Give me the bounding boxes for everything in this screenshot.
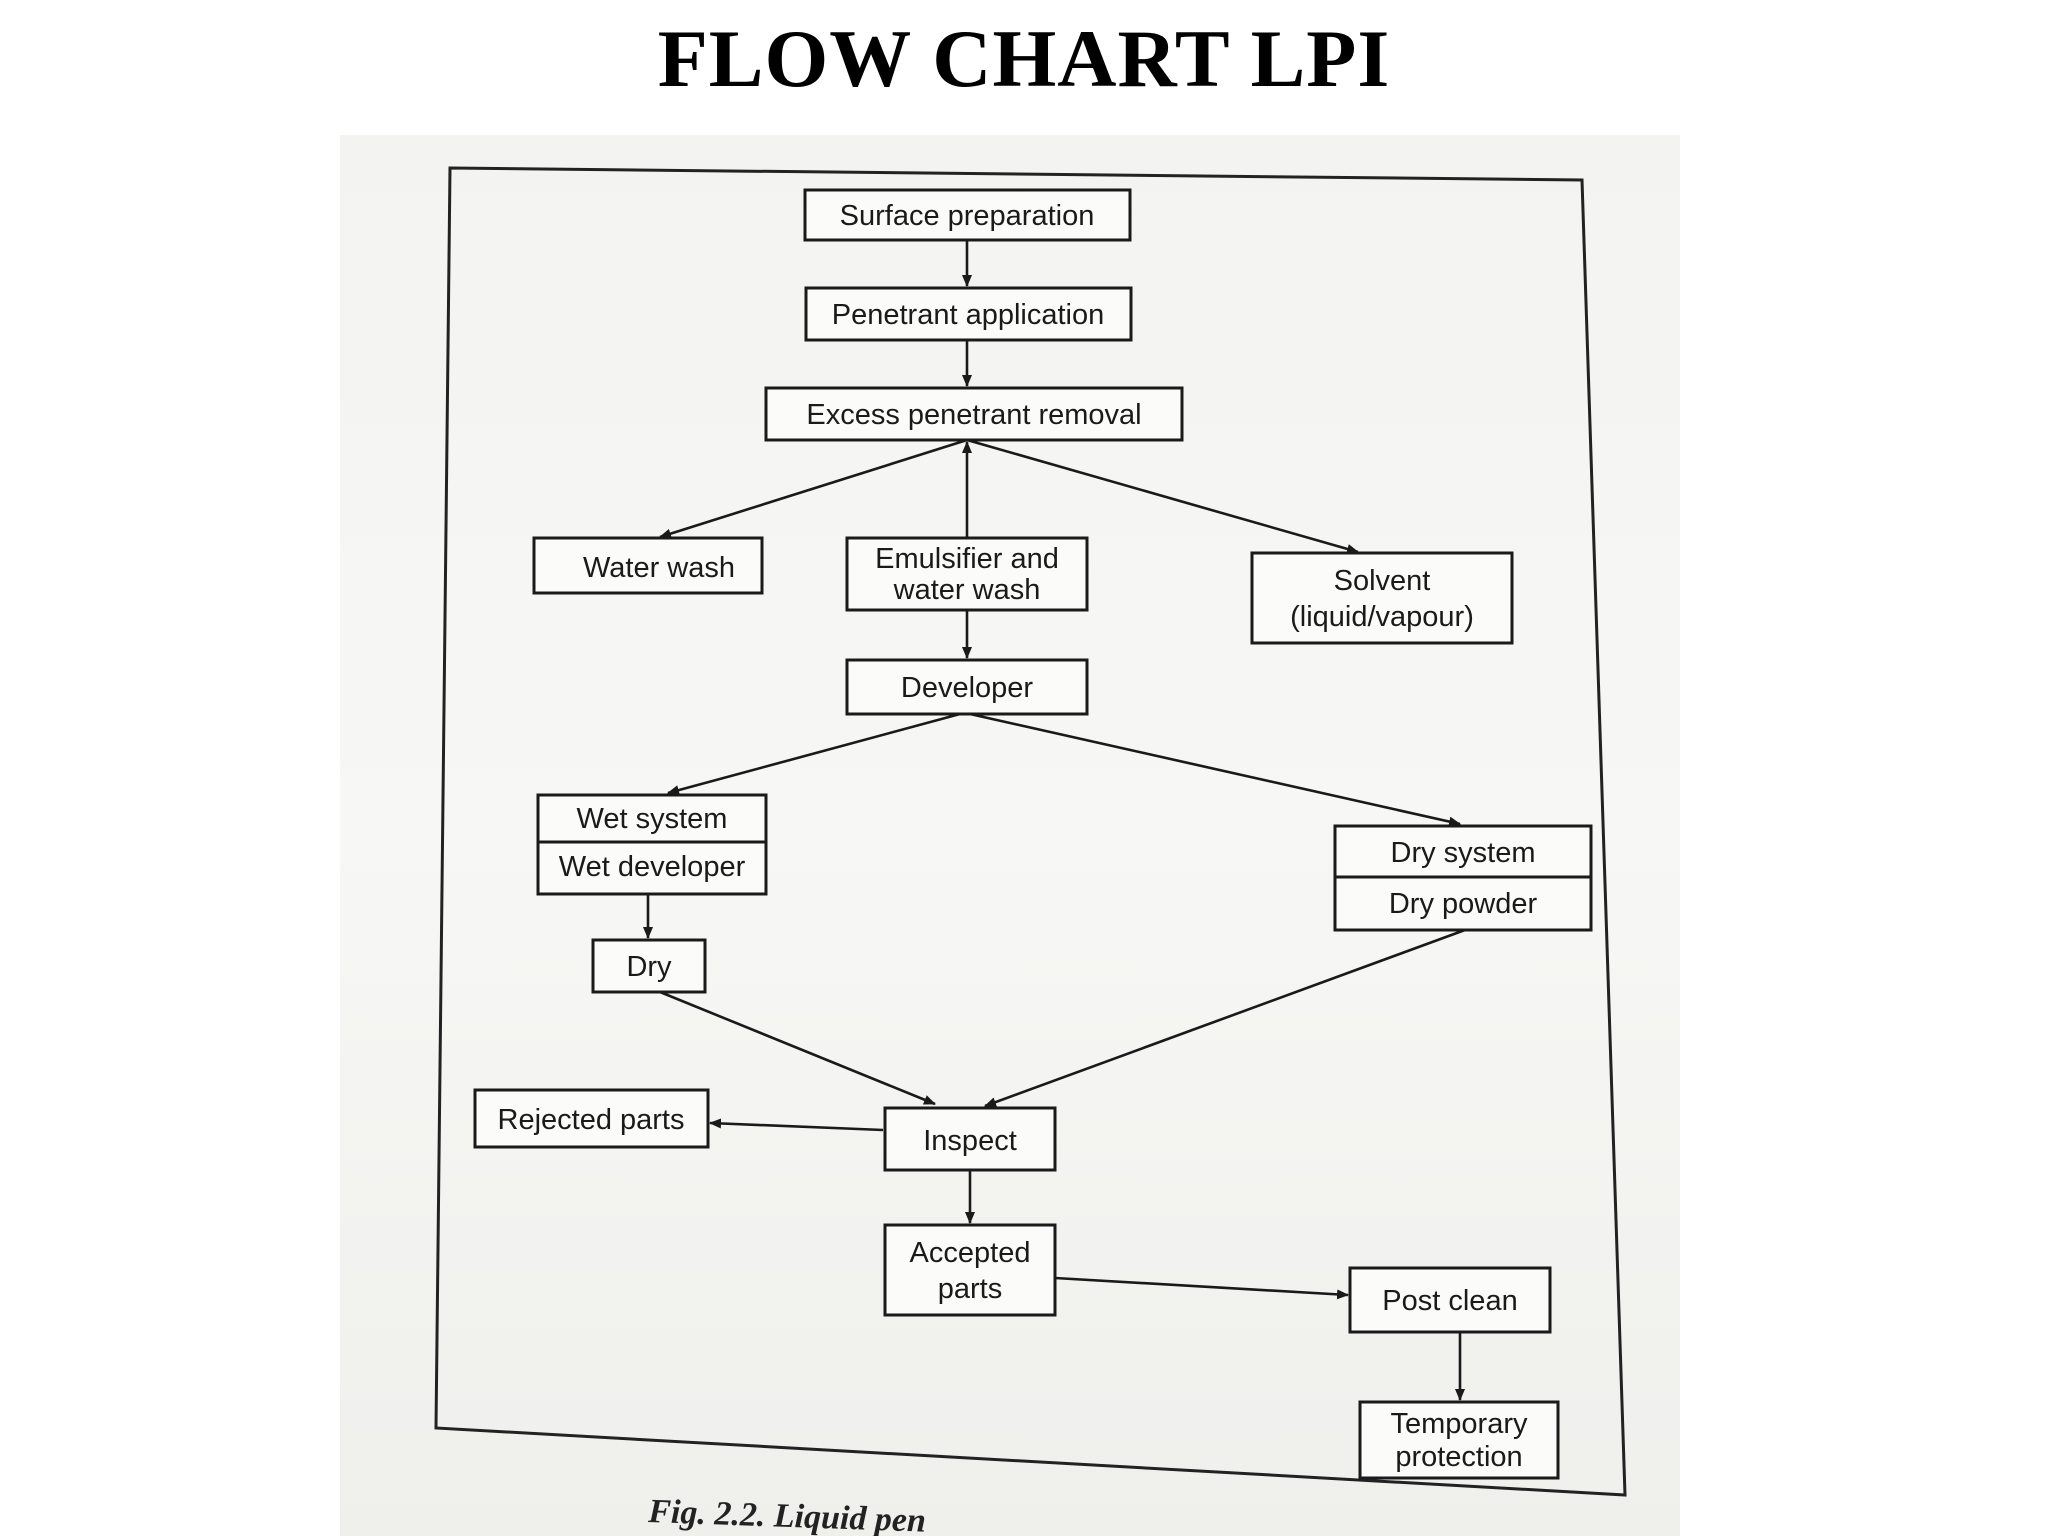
node-label: Dry powder — [1389, 888, 1538, 920]
node-label: Developer — [901, 672, 1034, 704]
node-label: Surface preparation — [840, 200, 1095, 232]
figure-frame — [434, 166, 1627, 1497]
node-dry: Dry — [591, 938, 707, 994]
node-label: protection — [1395, 1441, 1522, 1473]
node-label: Temporary — [1391, 1408, 1528, 1440]
node-label: Emulsifier and — [875, 543, 1059, 575]
edge-inspect-to-rejected — [709, 1118, 884, 1132]
node-label: Rejected parts — [498, 1104, 685, 1136]
edge-dry-to-inspect — [659, 990, 936, 1106]
edge-accepted-to-postclean — [1054, 1276, 1349, 1300]
node-accepted-parts: Accepted parts — [883, 1223, 1057, 1317]
figure-caption: Fig. 2.2. Liquid pen — [647, 1493, 927, 1536]
node-inspect: Inspect — [883, 1106, 1057, 1172]
node-label: Inspect — [923, 1125, 1017, 1157]
edges — [643, 240, 1466, 1401]
node-label: water wash — [893, 574, 1041, 606]
node-label: (liquid/vapour) — [1290, 601, 1474, 633]
edge-developer-to-wetsystem — [667, 712, 961, 795]
node-label: Wet system — [577, 803, 728, 835]
node-penetrant-application: Penetrant application — [804, 286, 1133, 342]
node-excess-penetrant-removal: Excess penetrant removal — [764, 386, 1184, 442]
edge-drypowder-to-inspect — [984, 928, 1466, 1108]
node-developer: Developer — [845, 658, 1089, 716]
node-label: Wet developer — [559, 851, 746, 883]
page-title: FLOW CHART LPI — [657, 13, 1391, 104]
node-label: Dry — [626, 951, 672, 983]
node-label: parts — [938, 1273, 1002, 1305]
node-label: Water wash — [583, 552, 735, 584]
edge-developer-to-drysystem — [969, 712, 1461, 827]
node-water-wash: Water wash — [532, 536, 764, 595]
node-label: Accepted — [910, 1237, 1031, 1269]
node-dry-system: Dry system Dry powder — [1333, 824, 1593, 932]
node-emulsifier-water-wash: Emulsifier and water wash — [845, 536, 1089, 612]
node-temporary-protection: Temporary protection — [1358, 1400, 1560, 1480]
edge-excess-to-solvent — [966, 438, 1359, 554]
node-label: Post clean — [1382, 1285, 1517, 1317]
node-solvent: Solvent (liquid/vapour) — [1250, 551, 1514, 645]
node-surface-preparation: Surface preparation — [803, 188, 1132, 242]
node-label: Excess penetrant removal — [806, 399, 1141, 431]
node-label: Penetrant application — [832, 299, 1104, 331]
node-label: Solvent — [1334, 565, 1431, 597]
node-post-clean: Post clean — [1348, 1266, 1552, 1334]
node-rejected-parts: Rejected parts — [473, 1088, 710, 1149]
node-wet-system: Wet system Wet developer — [536, 793, 768, 896]
node-label: Dry system — [1391, 837, 1536, 869]
edge-excess-to-waterwash — [659, 438, 968, 539]
